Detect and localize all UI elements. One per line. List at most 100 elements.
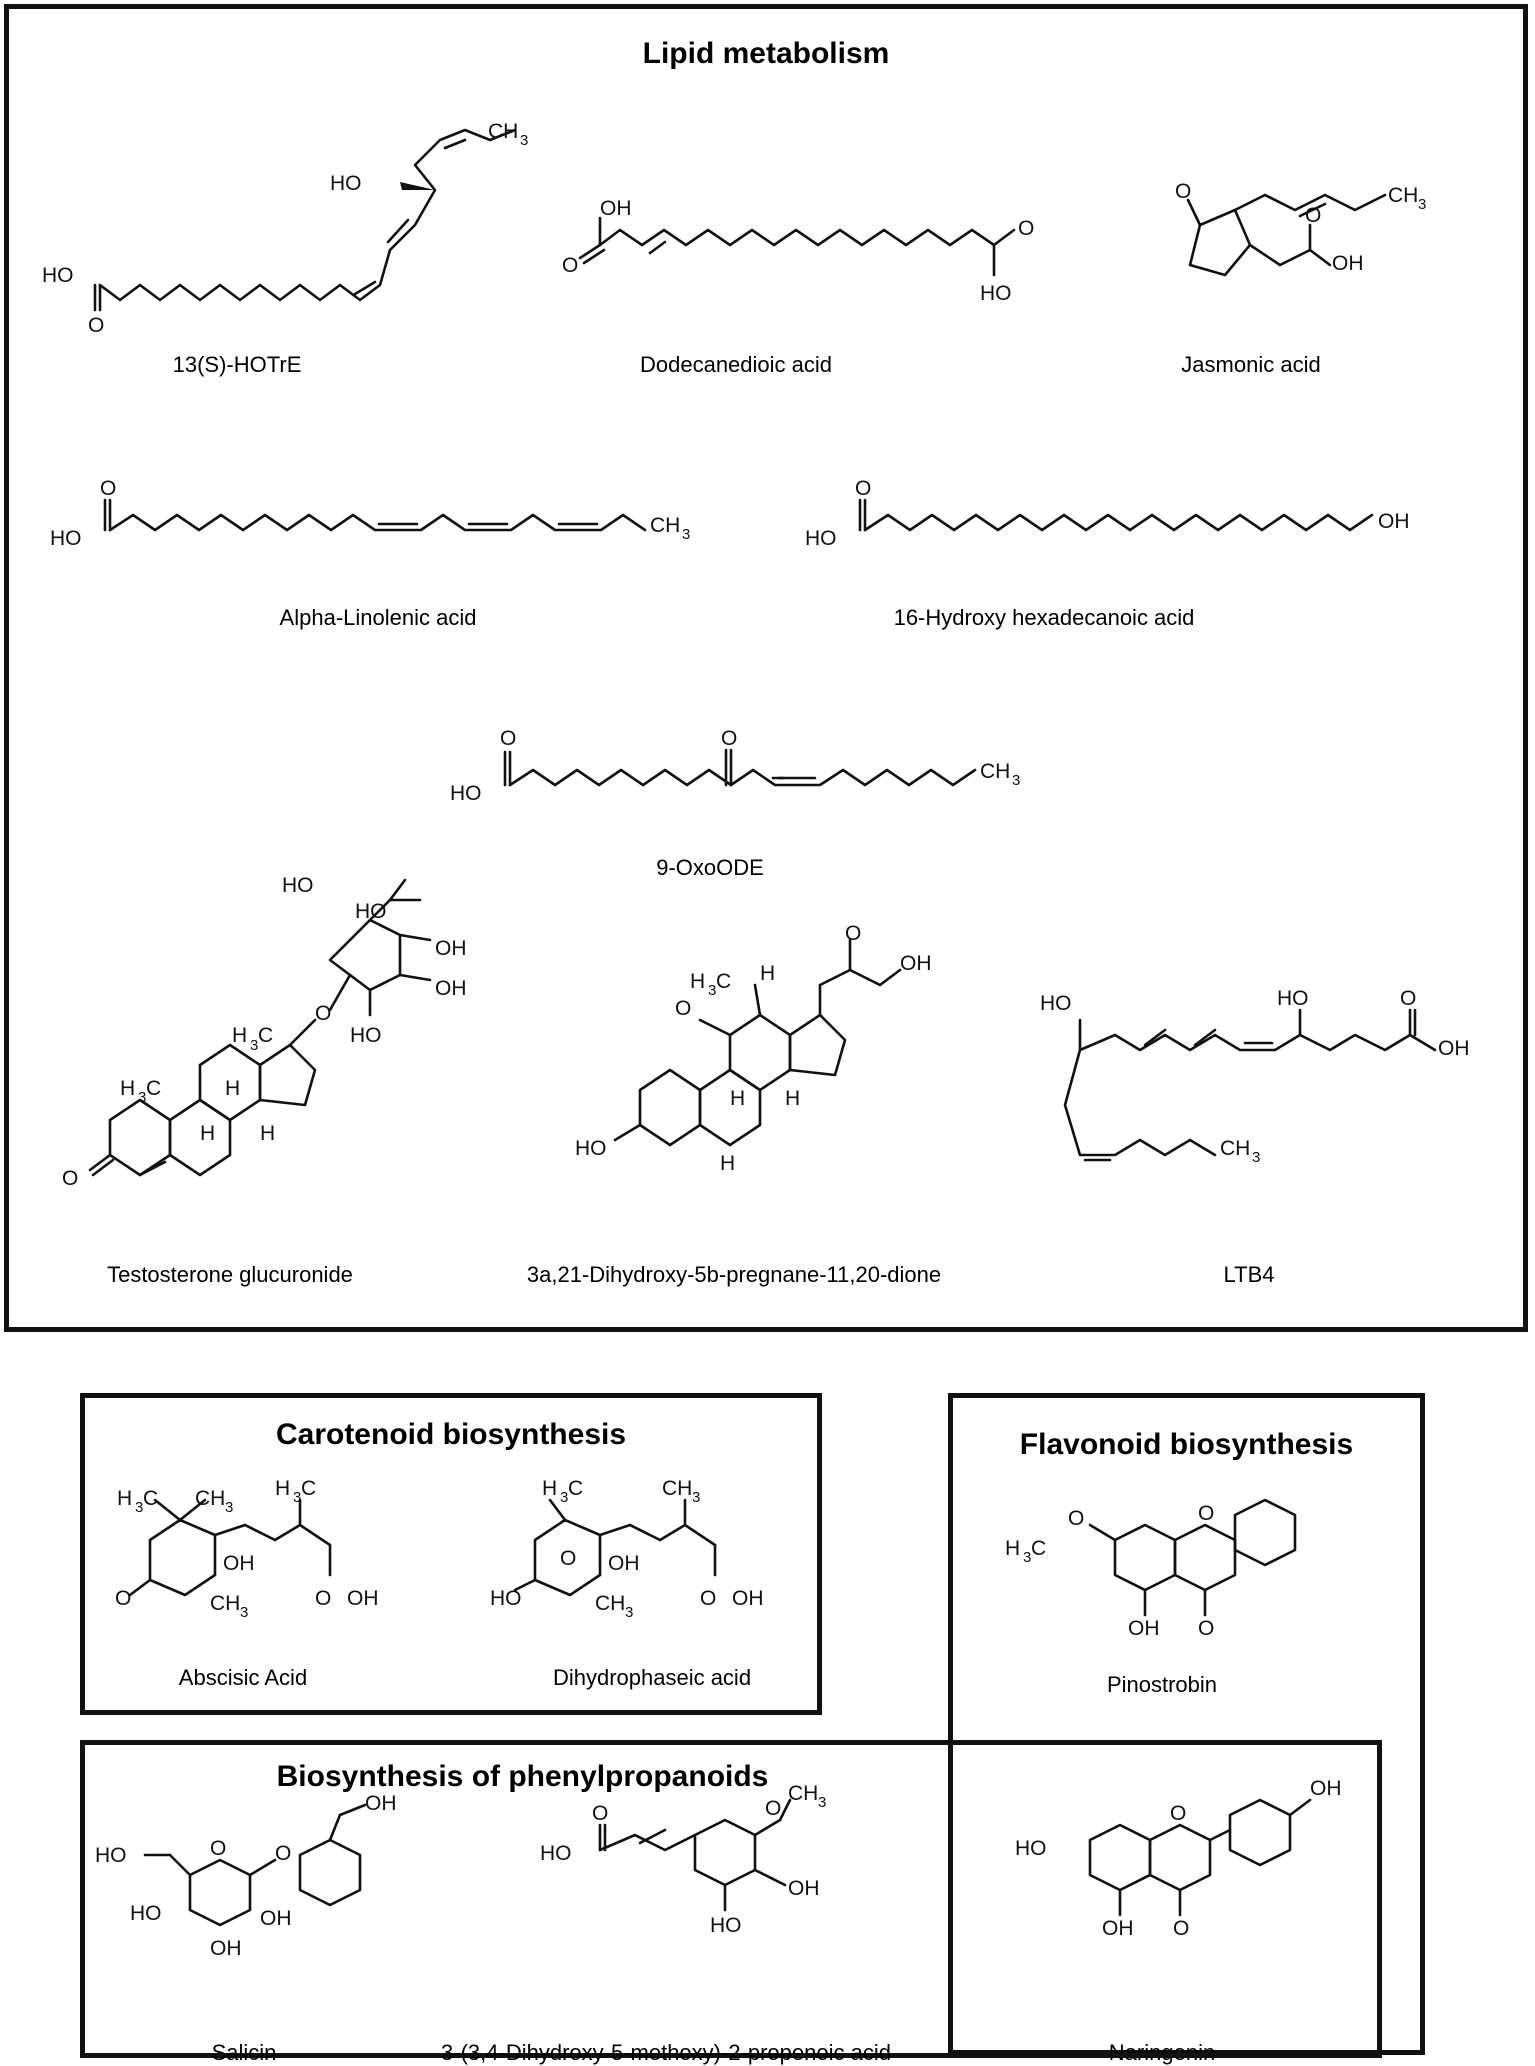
panel-phenylpropanoid-biosynthesis: Biosynthesis of phenylpropanoids (80, 1740, 1382, 2058)
compound-label-salicin: Salicin (211, 2040, 277, 2065)
compound-label-abscisic-acid: Abscisic Acid (178, 1665, 308, 1690)
svg-text:HO: HO (490, 1587, 522, 1610)
svg-text:CH: CH (595, 1592, 625, 1615)
svg-text:3: 3 (1023, 1549, 1031, 1566)
svg-text:CH: CH (980, 760, 1010, 783)
svg-text:O: O (88, 314, 104, 337)
svg-text:OH: OH (608, 1552, 640, 1575)
svg-text:O: O (1198, 1617, 1214, 1640)
svg-text:OH: OH (435, 977, 467, 1000)
svg-text:C: C (301, 1477, 316, 1500)
svg-text:HO: HO (980, 282, 1012, 305)
compound-label-13s-hotre: 13(S)-HOTrE (172, 352, 302, 377)
svg-text:3: 3 (138, 1089, 146, 1106)
compound-label-16-hydroxy-hexadecanoic-acid: 16-Hydroxy hexadecanoic acid (893, 605, 1195, 630)
svg-text:3: 3 (135, 1499, 143, 1516)
panel-title-flavonoid: Flavonoid biosynthesis (1019, 1428, 1354, 1461)
svg-text:O: O (1400, 987, 1416, 1010)
svg-text:OH: OH (1438, 1037, 1470, 1060)
structure-naringenin: HO O OH OH O (1015, 1777, 1342, 1940)
panel-flavonoid-biosynthesis: Flavonoid biosynthesis (948, 1393, 1425, 2055)
svg-text:O: O (315, 1587, 331, 1610)
svg-text:OH: OH (1102, 1917, 1134, 1940)
compound-label-dodecanedioic-acid: Dodecanedioic acid (639, 352, 833, 377)
svg-text:O: O (845, 922, 861, 945)
svg-text:C: C (143, 1487, 158, 1510)
svg-text:3: 3 (625, 1604, 633, 1621)
svg-text:OH: OH (788, 1877, 820, 1900)
svg-text:3: 3 (1418, 196, 1426, 213)
svg-text:CH: CH (1220, 1137, 1250, 1160)
svg-text:H: H (542, 1477, 557, 1500)
svg-text:OH: OH (210, 1937, 242, 1960)
svg-text:C: C (716, 970, 731, 993)
compound-label-pinostrobin: Pinostrobin (1106, 1672, 1218, 1697)
svg-text:CH: CH (1388, 184, 1418, 207)
svg-text:O: O (562, 254, 578, 277)
svg-text:O: O (700, 1587, 716, 1610)
compound-label-naringenin: Naringenin (1108, 2040, 1216, 2065)
svg-text:HO: HO (355, 900, 387, 923)
panel-title-carotenoid: Carotenoid biosynthesis (275, 1418, 627, 1451)
svg-text:CH: CH (662, 1477, 692, 1500)
compound-label-alpha-linolenic-acid: Alpha-Linolenic acid (279, 605, 477, 630)
svg-text:H: H (232, 1024, 247, 1047)
svg-text:C: C (568, 1477, 583, 1500)
compound-label-dihydroxy-methoxy-propenoic-acid: 3-(3,4-Dihydroxy-5-methoxy)-2-propenoic … (441, 2040, 891, 2065)
svg-text:HO: HO (95, 1844, 127, 1867)
svg-text:HO: HO (450, 782, 482, 805)
svg-text:OH: OH (900, 952, 932, 975)
svg-text:H: H (690, 970, 705, 993)
svg-text:CH: CH (195, 1487, 225, 1510)
compound-label-jasmonic-acid: Jasmonic acid (1181, 352, 1321, 377)
svg-text:O: O (765, 1797, 781, 1820)
svg-text:O: O (275, 1842, 291, 1865)
svg-text:O: O (1018, 217, 1034, 240)
svg-text:O: O (115, 1587, 131, 1610)
svg-text:O: O (675, 997, 691, 1020)
svg-text:HO: HO (1277, 987, 1309, 1010)
svg-text:OH: OH (1332, 252, 1364, 275)
panel-title-phenylpropanoid: Biosynthesis of phenylpropanoids (276, 1760, 769, 1793)
svg-text:HO: HO (1015, 1837, 1047, 1860)
svg-text:HO: HO (330, 172, 362, 195)
svg-text:HO: HO (130, 1902, 162, 1925)
svg-text:OH: OH (1310, 1777, 1342, 1800)
svg-text:OH: OH (365, 1792, 397, 1815)
svg-text:OH: OH (223, 1552, 255, 1575)
svg-text:3: 3 (225, 1499, 233, 1516)
svg-text:CH: CH (650, 514, 680, 537)
svg-text:H: H (720, 1152, 735, 1175)
compound-label-testosterone-glucuronide: Testosterone glucuronide (107, 1262, 353, 1287)
svg-text:3: 3 (1012, 772, 1020, 789)
svg-text:3: 3 (520, 132, 528, 149)
svg-text:HO: HO (710, 1914, 742, 1937)
compound-label-pregnane-dione: 3a,21-Dihydroxy-5b-pregnane-11,20-dione (526, 1262, 942, 1287)
svg-text:C: C (1031, 1537, 1046, 1560)
svg-text:H: H (117, 1487, 132, 1510)
svg-text:O: O (1170, 1802, 1186, 1825)
svg-text:HO: HO (50, 527, 82, 550)
svg-text:HO: HO (350, 1024, 382, 1047)
svg-text:O: O (1305, 204, 1321, 227)
svg-text:O: O (592, 1802, 608, 1825)
svg-text:HO: HO (805, 527, 837, 550)
svg-text:HO: HO (1040, 992, 1072, 1015)
svg-text:H: H (120, 1077, 135, 1100)
svg-text:O: O (1173, 1917, 1189, 1940)
svg-text:HO: HO (42, 264, 74, 287)
svg-text:O: O (1175, 180, 1191, 203)
svg-text:3: 3 (1252, 1149, 1260, 1166)
svg-text:O: O (62, 1167, 78, 1190)
svg-text:O: O (100, 477, 116, 500)
svg-text:H: H (730, 1087, 745, 1110)
svg-text:C: C (258, 1024, 273, 1047)
